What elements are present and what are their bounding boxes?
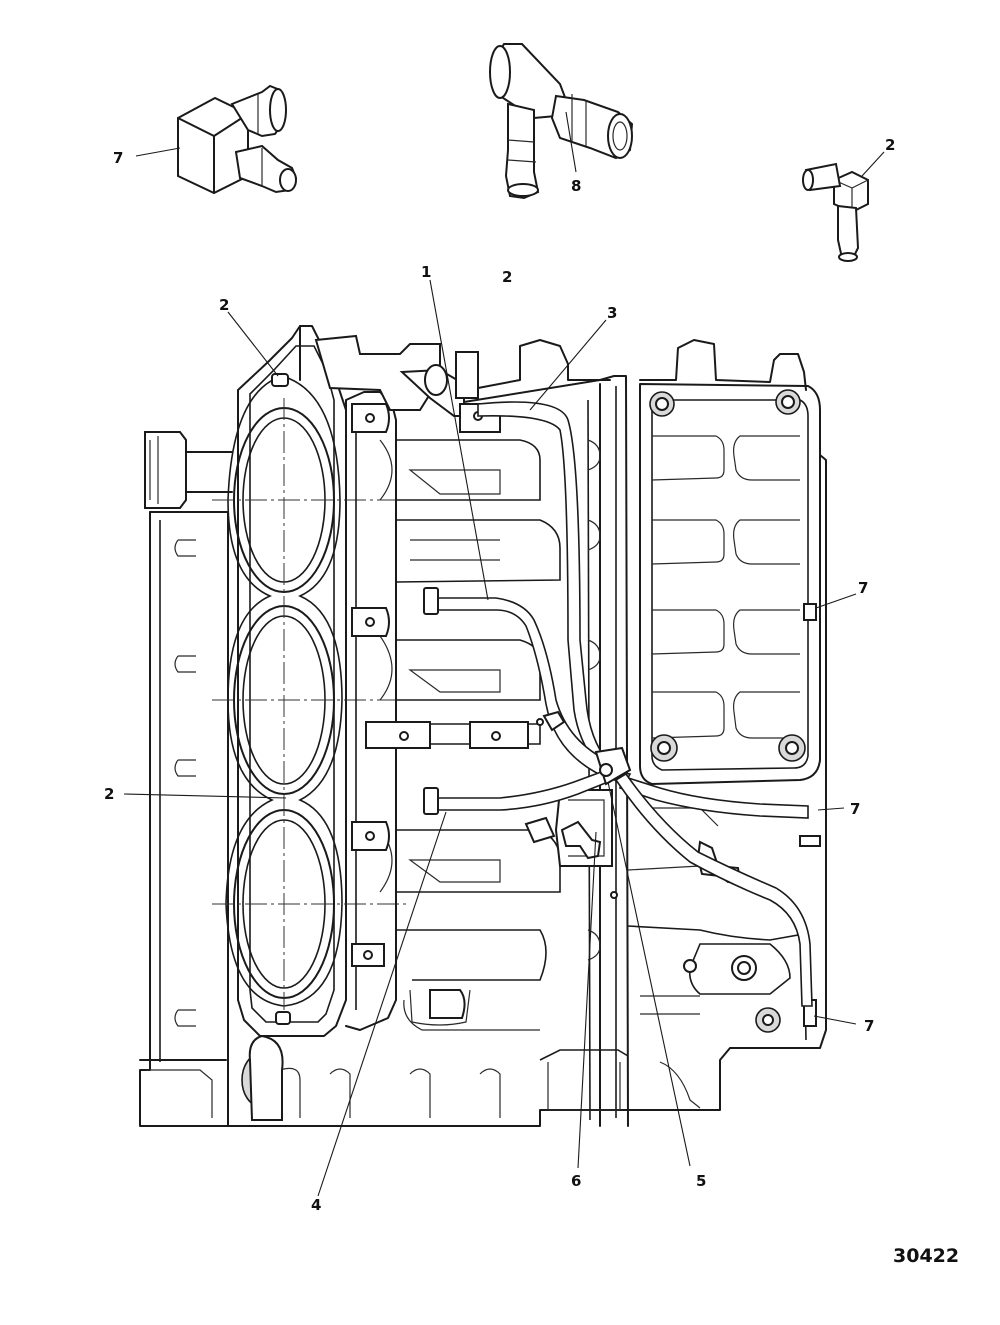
callout-7-fitting: 7 — [113, 149, 123, 167]
callout-labels: 7 8 2 1 2 2 3 7 2 7 7 6 5 4 — [104, 136, 895, 1214]
callout-4: 4 — [311, 1196, 321, 1214]
callout-3: 3 — [607, 304, 617, 322]
hose-routing — [423, 401, 813, 1007]
callout-leaders — [123, 111, 885, 1197]
callout-6: 6 — [571, 1172, 581, 1190]
callout-2-fitting: 2 — [885, 136, 895, 154]
callout-8: 8 — [571, 177, 581, 195]
callout-7-mid-right: 7 — [850, 800, 860, 818]
callout-2-mid-left: 2 — [104, 785, 114, 803]
cylinder-block — [139, 325, 827, 1127]
callout-2-top: 2 — [502, 268, 512, 286]
callout-2-upper-left: 2 — [219, 296, 229, 314]
callout-5: 5 — [696, 1172, 706, 1190]
mounting-tabs — [351, 403, 529, 967]
fitting-part-7 — [177, 84, 298, 195]
callout-7-lower-right: 7 — [864, 1017, 874, 1035]
callout-1: 1 — [421, 263, 431, 281]
figure-id: 30422 — [893, 1245, 959, 1267]
fitting-part-2 — [802, 162, 869, 262]
fitting-part-8 — [489, 43, 634, 200]
callout-7-upper-right: 7 — [858, 579, 868, 597]
